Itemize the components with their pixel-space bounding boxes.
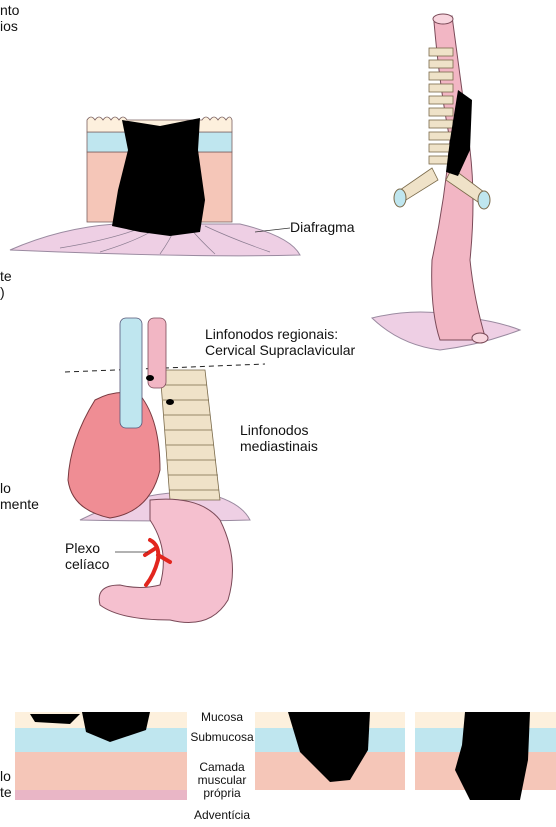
edge-text-mid-left-1: te ) [0, 268, 12, 300]
label-linfonodos-mediastinais: Linfonodos mediastinais [240, 422, 318, 454]
edge-text-bottom-left: lo te [0, 768, 12, 800]
spine-column [160, 370, 220, 500]
edge-text-top-left: nto ios [0, 2, 19, 34]
wall-section-diaphragm [10, 117, 300, 256]
thoracic-overview [65, 318, 265, 623]
esophagus-top-opening [433, 14, 453, 24]
layer-label-adventicia: Adventícia [186, 809, 258, 822]
heart [68, 392, 160, 518]
tumor-mass [112, 118, 205, 236]
wall-depth-panel-3 [415, 712, 556, 800]
esophagus-bottom-opening [472, 333, 488, 343]
wall-depth-panel-1 [15, 712, 187, 800]
layer-label-mucosa: Mucosa [190, 711, 254, 724]
edge-text-mid-left-2: lo mente [0, 480, 39, 512]
esophagus-trachea [372, 14, 520, 350]
layer-label-camada-muscular: Camada muscular própria [190, 761, 254, 800]
layer-label-submucosa: Submucosa [186, 731, 258, 744]
bronchi [394, 168, 490, 209]
label-plexo-celiaco: Plexo celíaco [65, 540, 109, 572]
label-diafragma: Diafragma [290, 219, 355, 235]
wall-depth-panel-2 [255, 712, 405, 790]
label-linfonodos-regionais: Linfonodos regionais: Cervical Supraclav… [205, 326, 355, 358]
